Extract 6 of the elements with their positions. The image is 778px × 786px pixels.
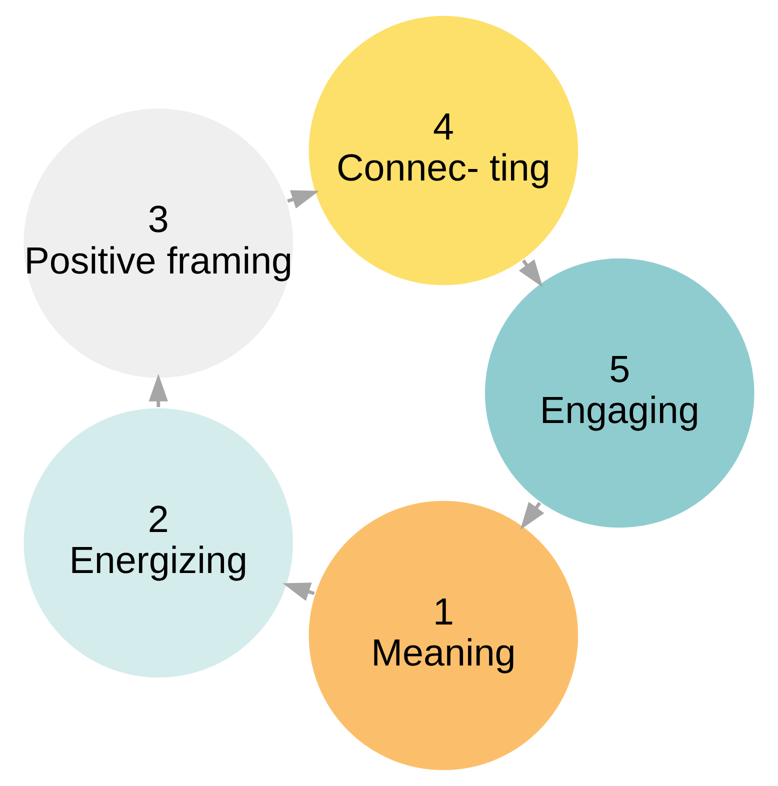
arrow (148, 374, 168, 408)
arrow (287, 190, 320, 209)
arrow (282, 582, 315, 601)
arrow (518, 259, 543, 288)
arrow (520, 502, 544, 530)
node-circle: 2 Energizing (22, 406, 295, 680)
